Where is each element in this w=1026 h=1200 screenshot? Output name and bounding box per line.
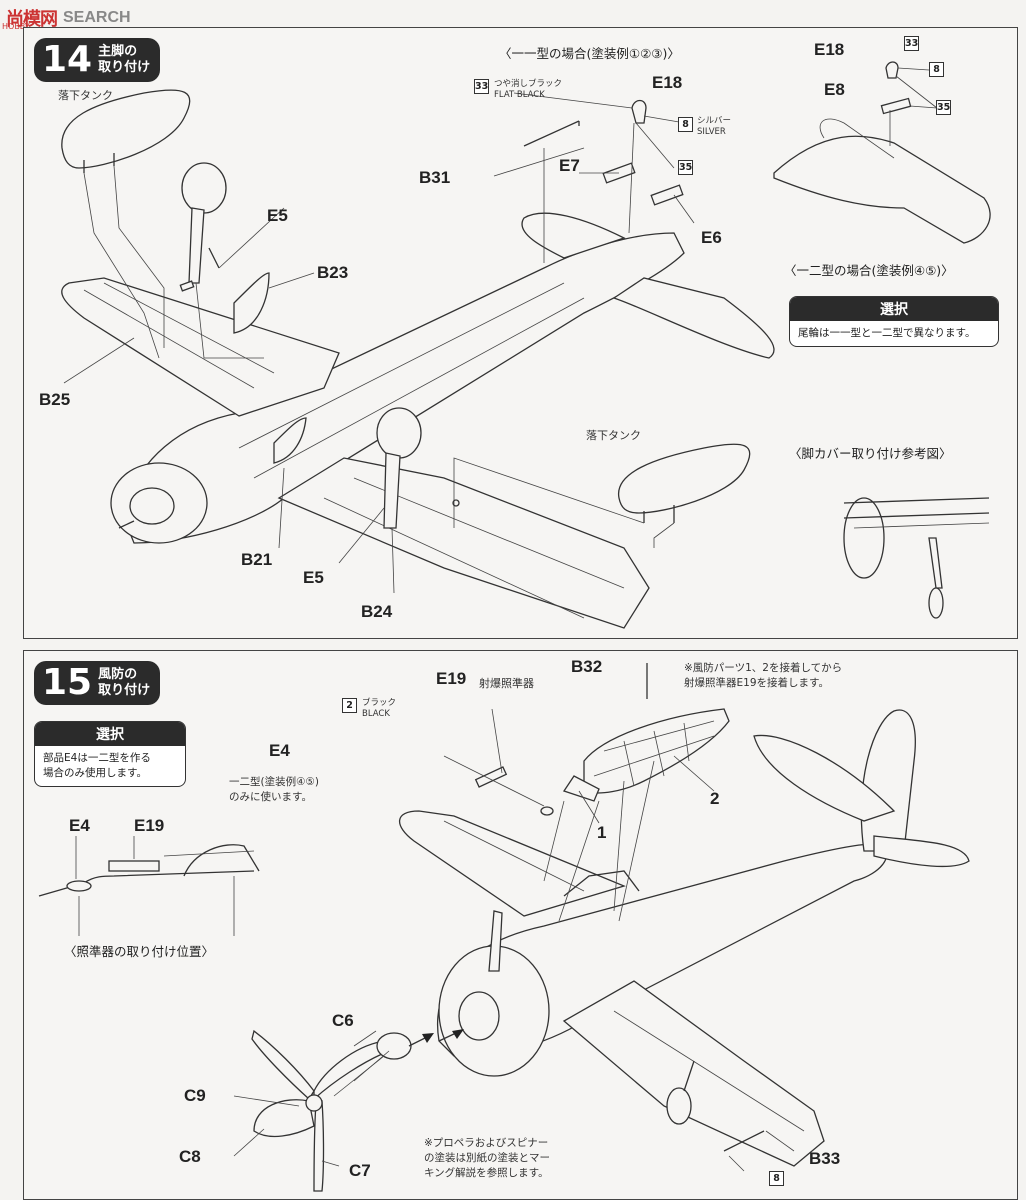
step-14-header: 14 主脚の 取り付け (34, 38, 161, 82)
paint-2-jp: ブラック (362, 698, 397, 708)
part-label: E18 (814, 40, 845, 59)
step-15-number: 15 (42, 662, 93, 703)
part-label: 2 (710, 789, 720, 808)
select-header: 選択 (790, 297, 998, 321)
part-label: C8 (179, 1147, 201, 1166)
variant-11-label: 〈一一型の場合(塗装例①②③)〉 (499, 46, 680, 61)
drop-tank-label-right: 落下タンク (586, 429, 641, 442)
step-14-number: 14 (42, 39, 93, 80)
gun-sight-label: 射爆照準器 (479, 677, 534, 690)
paint-8-en: SILVER (697, 127, 726, 137)
e4-usage-note: 一二型(塗装例④⑤) のみに使います。 (229, 776, 320, 804)
part-label: C7 (349, 1161, 371, 1180)
propeller-paint-note: ※プロペラおよびスピナー の塗装は別紙の塗装とマー キング解説を参照します。 (424, 1137, 550, 1180)
paint-code-8-rod: 8 (769, 1171, 784, 1186)
step-14-select-box: 選択 尾輪は一一型と一二型で異なります。 (789, 296, 999, 348)
select-body: 尾輪は一一型と一二型で異なります。 (798, 327, 976, 339)
variant-12-label: 〈一二型の場合(塗装例④⑤)〉 (784, 263, 954, 278)
watermark-sub: HOBBY (2, 22, 30, 31)
step-14-diagram (61, 61, 991, 629)
paint-code-8: 8 (678, 117, 693, 132)
paint-code-2: 2 (342, 698, 357, 713)
part-label: C9 (184, 1086, 206, 1105)
part-label: E4 (269, 741, 290, 760)
paint-code-35-inset: 35 (936, 100, 951, 115)
part-label: B23 (317, 263, 349, 282)
part-label: E5 (267, 206, 288, 225)
paint-2-en: BLACK (362, 709, 390, 719)
part-label: E8 (824, 80, 845, 99)
part-label: C6 (332, 1011, 354, 1030)
paint-33-en: FLAT BLACK (494, 90, 545, 100)
part-label: E18 (652, 73, 683, 92)
part-label: E6 (701, 228, 722, 247)
paint-code-8-inset: 8 (929, 62, 944, 77)
part-label: 1 (597, 823, 607, 842)
watermark: 尚模网 SEARCH (6, 4, 131, 32)
part-label: E5 (303, 568, 324, 587)
step-15-diagram (38, 663, 970, 1192)
step-15-select-box: 選択 部品E4は一二型を作る 場合のみ使用します。 (34, 721, 186, 788)
watermark-logo: 尚模网 (6, 9, 58, 30)
paint-code-35: 35 (678, 160, 693, 175)
part-label: B32 (571, 657, 603, 676)
select-body: 部品E4は一二型を作る 場合のみ使用します。 (43, 752, 151, 780)
part-label: B24 (361, 602, 393, 621)
part-label: E19 (134, 816, 165, 835)
watermark-text: SEARCH (63, 9, 131, 26)
paint-code-33: 33 (474, 79, 489, 94)
step-15-title: 風防の 取り付け (98, 666, 151, 698)
paint-8-jp: シルバー (697, 116, 732, 126)
part-label: B31 (419, 168, 451, 187)
select-header: 選択 (35, 722, 185, 746)
part-label: B33 (809, 1149, 841, 1168)
part-label: E4 (69, 816, 90, 835)
step-14-title: 主脚の 取り付け (98, 43, 151, 75)
step-14-panel: 14 主脚の 取り付け 〈一一型の場合(塗装例①②③)〉 〈一二型の場合(塗装例… (23, 27, 1018, 639)
canopy-note: ※風防パーツ1、2を接着してから 射爆照準器E19を接着します。 (684, 662, 843, 690)
paint-code-33-inset: 33 (904, 36, 919, 51)
part-label: B21 (241, 550, 273, 569)
part-label: E7 (559, 156, 580, 175)
sight-position-label: 〈照準器の取り付け位置〉 (64, 944, 215, 959)
paint-33-jp: つや消しブラック (494, 79, 563, 89)
part-label: B25 (39, 390, 71, 409)
step-15-header: 15 風防の 取り付け (34, 661, 161, 705)
step-15-panel: 15 風防の 取り付け 選択 部品E4は一二型を作る 場合のみ使用します。 射爆… (23, 650, 1018, 1200)
part-label: E19 (436, 669, 467, 688)
gear-cover-reference-label: 〈脚カバー取り付け参考図〉 (789, 446, 952, 461)
drop-tank-label-left: 落下タンク (58, 89, 113, 102)
